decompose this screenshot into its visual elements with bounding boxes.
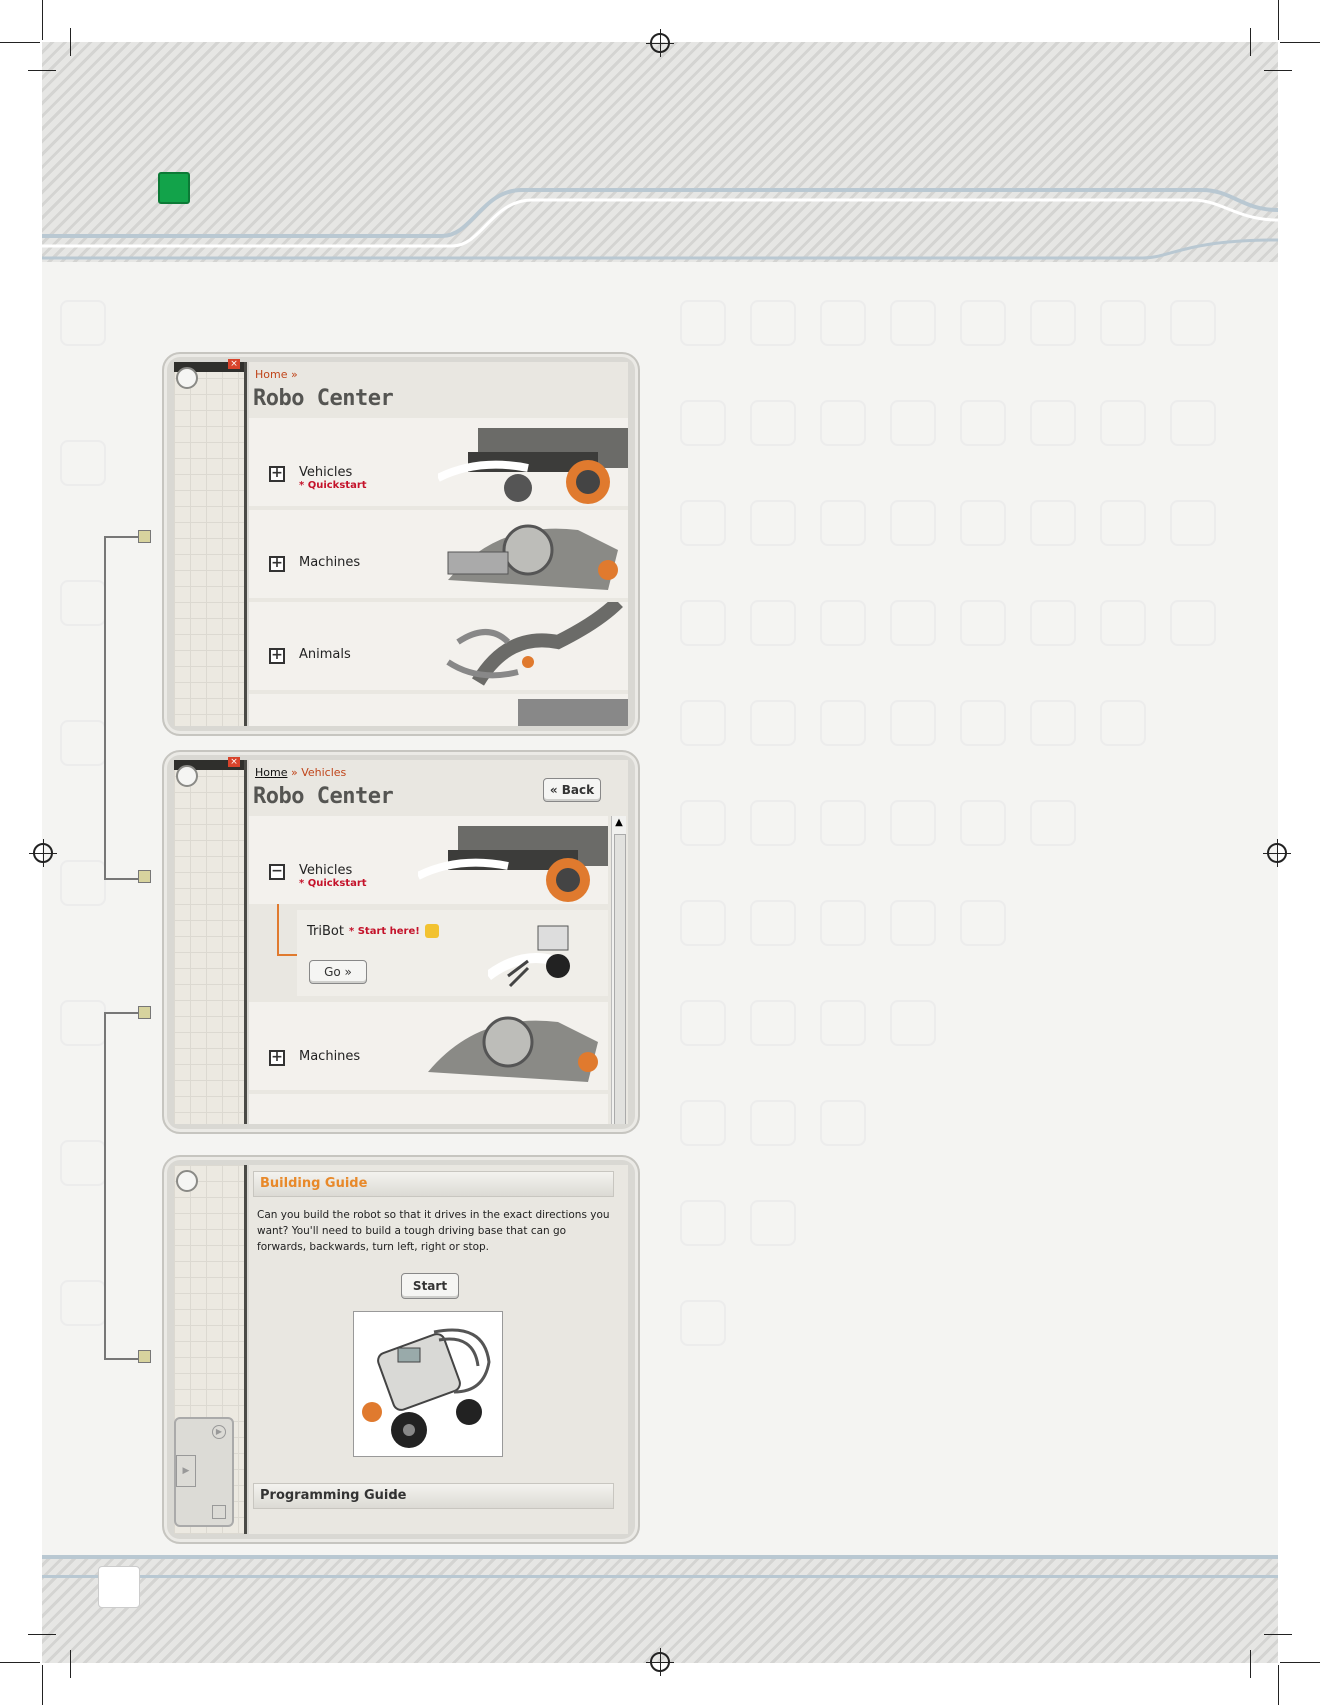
- robo-center-panel-main: × Home » Robo Center + Vehicles * Quicks…: [162, 352, 640, 736]
- quickstart-tag: * Quickstart: [299, 878, 367, 889]
- robot-preview-image: [353, 1311, 503, 1457]
- category-animals[interactable]: + Animals: [249, 602, 628, 690]
- tree-connector: [277, 904, 297, 956]
- breadcrumb-home-link[interactable]: Home: [255, 766, 288, 779]
- animal-illustration-icon: [446, 602, 623, 686]
- building-guide-description: Can you build the robot so that it drive…: [257, 1209, 610, 1253]
- machine-illustration-icon: [428, 1016, 598, 1082]
- category-label: Machines: [299, 555, 361, 570]
- back-button[interactable]: « Back: [543, 778, 601, 802]
- category-label: Vehicles: [299, 863, 353, 878]
- sidebar-circle-icon: [176, 367, 198, 389]
- expand-plus-icon[interactable]: +: [269, 1050, 285, 1066]
- green-marker-icon: [158, 172, 190, 204]
- pointer-hand-icon: ☝: [390, 1488, 398, 1503]
- building-guide-title: Building Guide: [260, 1176, 368, 1191]
- collapse-minus-icon[interactable]: −: [269, 864, 285, 880]
- vehicle-illustration-icon: [418, 826, 608, 902]
- programming-guide-title: Programming Guide: [260, 1488, 407, 1503]
- building-guide-header[interactable]: Building Guide: [253, 1171, 614, 1197]
- lego-brick-icon: [425, 924, 439, 938]
- start-here-tag: * Start here!: [349, 926, 420, 937]
- content-area: Building Guide Can you build the robot s…: [249, 1165, 628, 1534]
- page-title: Robo Center: [253, 784, 394, 809]
- category-partial: [249, 694, 628, 726]
- footer-line: [42, 1555, 1278, 1559]
- registration-mark-icon: [646, 29, 674, 57]
- category-machines[interactable]: + Machines: [249, 1002, 608, 1090]
- scrollbar[interactable]: ▲: [611, 816, 626, 1124]
- partial-illustration-icon: [518, 699, 628, 726]
- nav-pad[interactable]: ▶ ▶: [174, 1417, 234, 1527]
- registration-mark-icon: [29, 839, 57, 867]
- content-area: Home » Vehicles Robo Center « Back − Veh…: [249, 760, 628, 1124]
- breadcrumb: Home » Vehicles: [255, 766, 346, 779]
- robo-center-panel-vehicles: × Home » Vehicles Robo Center « Back − V…: [162, 750, 640, 1134]
- expand-plus-icon[interactable]: +: [269, 556, 285, 572]
- building-guide-panel: ▶ ▶ Building Guide Can you build the rob…: [162, 1155, 640, 1544]
- breadcrumb-home-link[interactable]: Home: [255, 368, 288, 381]
- tribot-card[interactable]: TriBot * Start here! Go »: [297, 910, 608, 996]
- start-button[interactable]: Start: [401, 1273, 459, 1299]
- registration-mark-icon: [646, 1648, 674, 1676]
- sidebar-header: [174, 760, 244, 770]
- category-vehicles-expanded[interactable]: − Vehicles * Quickstart: [249, 816, 608, 904]
- expand-plus-icon[interactable]: +: [269, 648, 285, 664]
- sidebar-circle-icon: [176, 1170, 198, 1192]
- quickstart-tag: * Quickstart: [299, 480, 367, 491]
- tribot-label: TriBot: [307, 924, 344, 939]
- left-arrow-icon[interactable]: ▶: [176, 1455, 196, 1487]
- close-icon[interactable]: ×: [228, 757, 240, 767]
- sidebar: [174, 362, 247, 726]
- go-button[interactable]: Go »: [309, 960, 367, 984]
- sidebar-circle-icon: [176, 765, 198, 787]
- registration-mark-icon: [1263, 839, 1291, 867]
- sidebar-header: [174, 362, 244, 372]
- category-machines[interactable]: + Machines: [249, 510, 628, 598]
- connector-square: [138, 870, 151, 883]
- breadcrumb: Home »: [255, 368, 298, 381]
- content-area: Home » Robo Center + Vehicles * Quicksta…: [249, 362, 628, 726]
- connector-square: [138, 1006, 151, 1019]
- breadcrumb-current: » Vehicles: [287, 766, 347, 779]
- page-number-box: [98, 1566, 140, 1608]
- connector-square: [138, 1350, 151, 1363]
- category-label: Machines: [299, 1049, 361, 1064]
- connector-bracket: [104, 1012, 144, 1360]
- category-partial: [249, 1094, 608, 1124]
- category-label: Vehicles: [299, 465, 353, 480]
- close-icon[interactable]: ×: [228, 359, 240, 369]
- vehicle-illustration-icon: [438, 428, 628, 504]
- machine-illustration-icon: [447, 524, 618, 590]
- play-icon[interactable]: ▶: [212, 1425, 226, 1439]
- category-vehicles[interactable]: + Vehicles * Quickstart: [249, 418, 628, 506]
- footer-band: [42, 1555, 1278, 1663]
- expand-plus-icon[interactable]: +: [269, 466, 285, 482]
- connector-square: [138, 530, 151, 543]
- page-title: Robo Center: [253, 386, 394, 411]
- breadcrumb-separator: »: [287, 368, 298, 381]
- header-curve: [42, 180, 1279, 260]
- sidebar: [174, 760, 247, 1124]
- scroll-thumb[interactable]: [614, 834, 626, 1124]
- programming-guide-header[interactable]: Programming Guide ☝: [253, 1483, 614, 1509]
- connector-bracket: [104, 536, 144, 880]
- stop-icon[interactable]: [212, 1505, 226, 1519]
- category-label: Animals: [299, 647, 351, 662]
- footer-line: [42, 1575, 1278, 1578]
- scroll-up-icon[interactable]: ▲: [615, 817, 623, 828]
- header-band: [42, 42, 1278, 262]
- tribot-illustration-icon: [488, 925, 571, 988]
